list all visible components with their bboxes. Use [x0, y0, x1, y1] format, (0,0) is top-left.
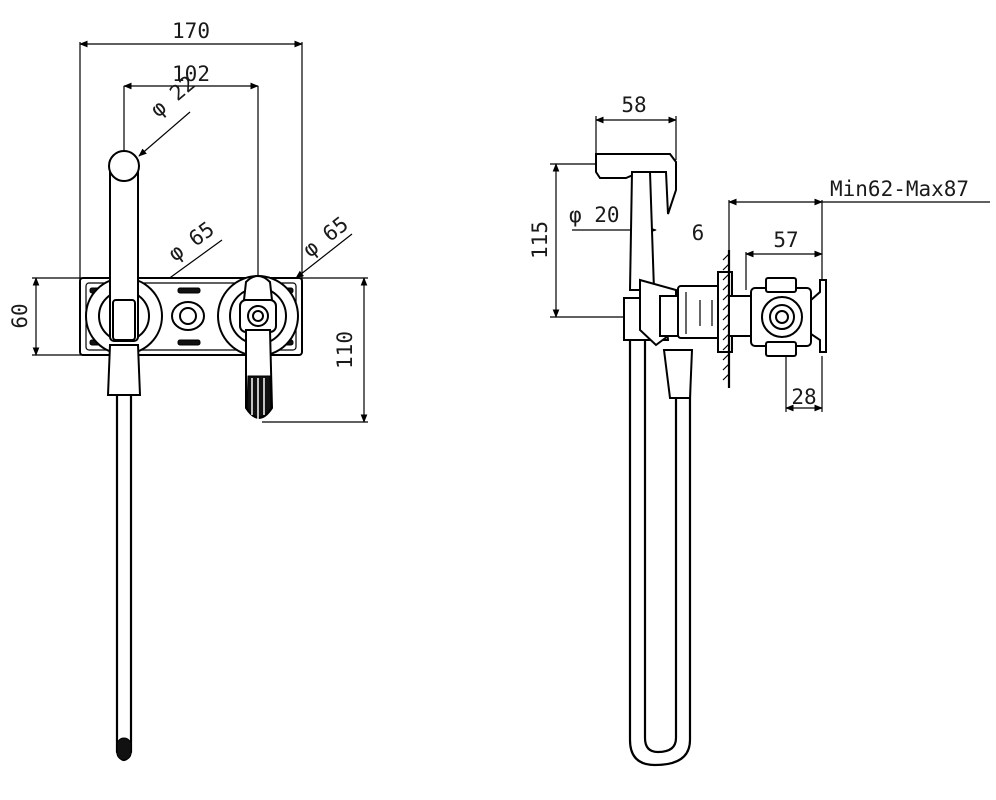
side-view: 58 115 φ 20 6 Min62-Max87	[528, 93, 990, 767]
dimension-plate-height: 60	[8, 277, 84, 356]
mixer-lever	[242, 275, 274, 420]
escutcheon	[677, 271, 733, 353]
svg-text:φ 20: φ 20	[569, 203, 620, 227]
svg-text:6: 6	[692, 221, 705, 245]
dimension-wall-gap: 6	[692, 221, 705, 245]
svg-text:170: 170	[172, 19, 210, 43]
dimension-body-depth: 57	[745, 228, 823, 290]
sprayer-head-side	[595, 153, 677, 291]
dimension-holder-height: 115	[528, 163, 630, 318]
dimension-hose-diameter: φ 20	[569, 203, 657, 234]
sprayer-handle	[108, 150, 140, 342]
dimension-wall-depth-range: Min62-Max87	[728, 177, 990, 300]
svg-text:φ 65: φ 65	[164, 217, 219, 266]
valve-body	[728, 277, 827, 357]
svg-text:58: 58	[621, 93, 646, 117]
svg-text:115: 115	[528, 221, 552, 259]
hose-side	[628, 330, 694, 767]
svg-text:28: 28	[791, 385, 816, 409]
front-view: 170 102 φ 22 φ 65 φ 65 60	[8, 19, 368, 762]
svg-text:102: 102	[172, 62, 210, 86]
svg-text:60: 60	[8, 303, 32, 328]
dimension-knob-diameter: φ 22	[138, 71, 200, 157]
dimension-left-cover-diameter: φ 65	[159, 217, 223, 286]
svg-text:Min62-Max87: Min62-Max87	[830, 177, 969, 201]
dimension-right-cover-diameter: φ 65	[295, 212, 353, 279]
dimension-center-distance: 102	[123, 62, 259, 90]
hose-front	[106, 344, 142, 762]
dimension-overall-width: 170	[79, 19, 303, 48]
svg-text:110: 110	[333, 331, 357, 369]
dimension-lever-height: 110	[262, 277, 368, 423]
dimension-holder-width: 58	[595, 93, 677, 160]
svg-text:57: 57	[773, 228, 798, 252]
dimension-valve-width: 28	[785, 356, 823, 412]
